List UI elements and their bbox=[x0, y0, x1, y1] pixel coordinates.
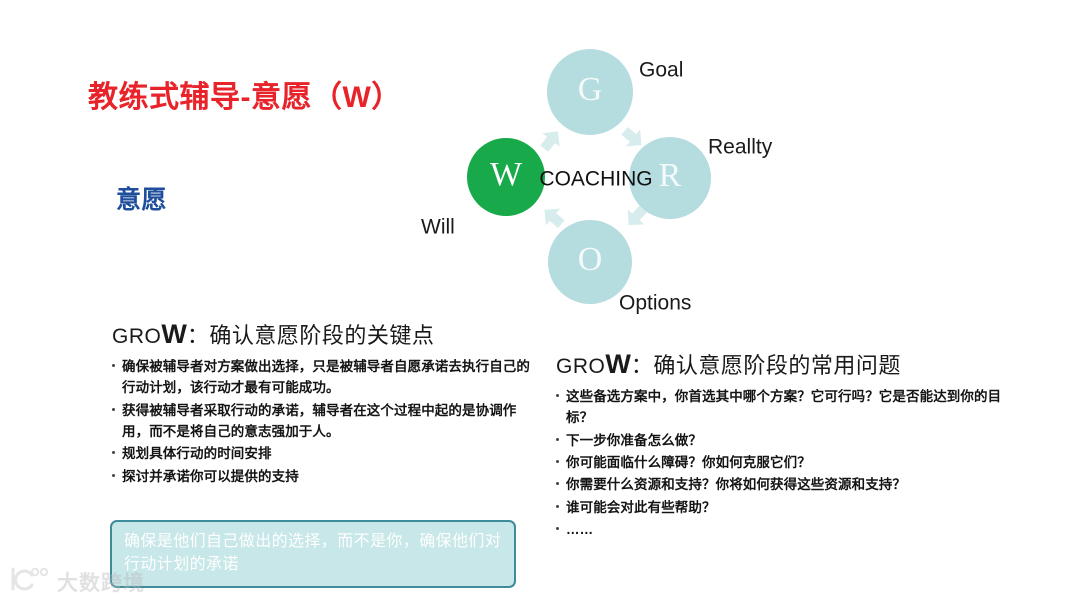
list-item: 这些备选方案中，你首选其中哪个方案？它可行吗？它是否能达到你的目标？ bbox=[556, 386, 1026, 429]
grow-node-options[interactable]: O bbox=[548, 220, 632, 304]
grow-model-diagram: G Goal R Reallty O Options W Will COAC bbox=[420, 40, 800, 330]
list-item: 下一步你准备怎么做？ bbox=[556, 430, 1026, 451]
grow-node-reality[interactable]: R bbox=[629, 137, 711, 219]
grow-node-will[interactable]: W bbox=[467, 138, 545, 216]
page-title: 教练式辅导-意愿（W） bbox=[88, 81, 402, 114]
will-circle bbox=[467, 138, 545, 216]
heading-chinese: ：确认意愿阶段的常用问题 bbox=[630, 353, 901, 378]
common-questions-block: GROW：确认意愿阶段的常用问题 这些备选方案中，你首选其中哪个方案？它可行吗？… bbox=[556, 348, 1026, 541]
heading-chinese: ：确认意愿阶段的关键点 bbox=[186, 323, 435, 348]
goal-label: Goal bbox=[639, 59, 683, 82]
heading-grow-prefix: GRO bbox=[556, 355, 606, 378]
key-points-block: GROW：确认意愿阶段的关键点 确保被辅导者对方案做出选择，只是被辅导者自愿承诺… bbox=[112, 318, 542, 488]
highlight-callout: 确保是他们自己做出的选择，而不是你，确保他们对行动计划的承诺 bbox=[110, 520, 516, 589]
list-item: 你可能面临什么障碍？你如何克服它们？ bbox=[556, 452, 1026, 473]
list-item: 探讨并承诺你可以提供的支持 bbox=[112, 466, 542, 487]
reality-letter: R bbox=[659, 157, 682, 194]
heading-grow-prefix: GRO bbox=[112, 325, 162, 348]
heading-grow-w: W bbox=[605, 349, 631, 379]
list-item: 确保被辅导者对方案做出选择，只是被辅导者自愿承诺去执行自己的行动计划，该行动才最… bbox=[112, 356, 542, 399]
options-letter: O bbox=[578, 241, 603, 278]
goal-circle bbox=[547, 49, 633, 135]
list-item: …… bbox=[556, 519, 1026, 540]
reality-label: Reallty bbox=[708, 136, 773, 159]
common-questions-list: 这些备选方案中，你首选其中哪个方案？它可行吗？它是否能达到你的目标？ 下一步你准… bbox=[556, 386, 1026, 540]
options-label: Options bbox=[619, 292, 691, 315]
heading-grow-w: W bbox=[161, 319, 187, 349]
watermark-text: 大数跨境 bbox=[57, 571, 145, 595]
reality-circle bbox=[629, 137, 711, 219]
list-item: 规划具体行动的时间安排 bbox=[112, 443, 542, 464]
arrow-w-to-g bbox=[535, 124, 567, 156]
key-points-heading: GROW：确认意愿阶段的关键点 bbox=[112, 318, 542, 350]
will-letter: W bbox=[490, 156, 523, 193]
common-questions-heading: GROW：确认意愿阶段的常用问题 bbox=[556, 348, 1026, 380]
list-item: 谁可能会对此有些帮助？ bbox=[556, 497, 1026, 518]
list-item: 获得被辅导者采取行动的承诺，辅导者在这个过程中起的是协调作用，而不是将自己的意志… bbox=[112, 400, 542, 443]
watermark: 大数跨境 bbox=[8, 566, 145, 597]
grow-node-goal[interactable]: G bbox=[547, 49, 633, 135]
key-points-list: 确保被辅导者对方案做出选择，只是被辅导者自愿承诺去执行自己的行动计划，该行动才最… bbox=[112, 356, 542, 487]
options-circle bbox=[548, 220, 632, 304]
will-label: Will bbox=[421, 216, 455, 239]
section-subtitle: 意愿 bbox=[116, 186, 168, 214]
coaching-center-label: COACHING bbox=[539, 168, 652, 191]
arrow-o-to-w bbox=[537, 201, 569, 233]
goal-letter: G bbox=[578, 71, 603, 108]
brand-logo-icon bbox=[8, 566, 50, 597]
list-item: 你需要什么资源和支持？你将如何获得这些资源和支持？ bbox=[556, 474, 1026, 495]
